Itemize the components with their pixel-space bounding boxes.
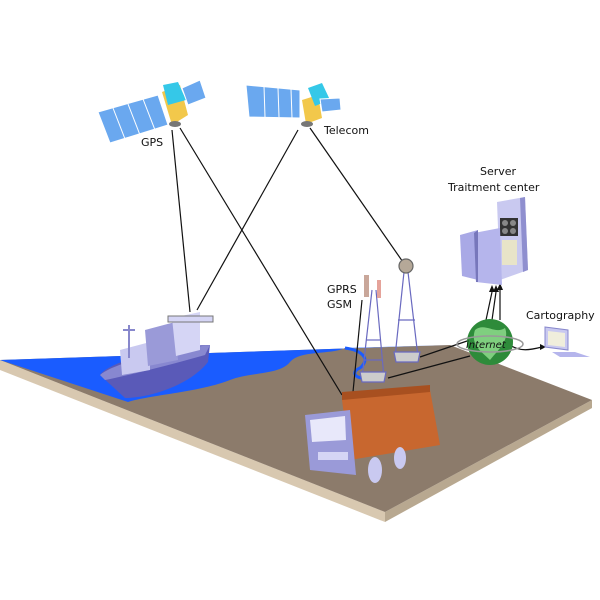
server-label: Server (480, 165, 517, 178)
cargo-ship-icon (100, 312, 214, 398)
server-icon (460, 197, 528, 285)
treatment-center-label: Traitment center (447, 181, 540, 194)
ground-platform (0, 345, 592, 522)
connection-lines (171, 127, 543, 403)
cartography-label: Cartography (526, 309, 595, 322)
telecom-satellite-icon (245, 83, 342, 127)
gps-satellite-icon (97, 79, 207, 144)
gps-label: GPS (141, 136, 163, 149)
gprs-gsm-tower-icon (359, 275, 387, 383)
truck-icon (305, 385, 440, 483)
gprs-label: GPRS (327, 283, 357, 296)
telecom-label: Telecom (323, 124, 369, 137)
internet-label: internet (466, 340, 507, 351)
computer-monitor-icon (544, 326, 590, 357)
dish-tower-icon (393, 258, 421, 363)
water (0, 345, 450, 402)
gsm-label: GSM (327, 298, 352, 311)
internet-globe-icon (456, 319, 524, 365)
